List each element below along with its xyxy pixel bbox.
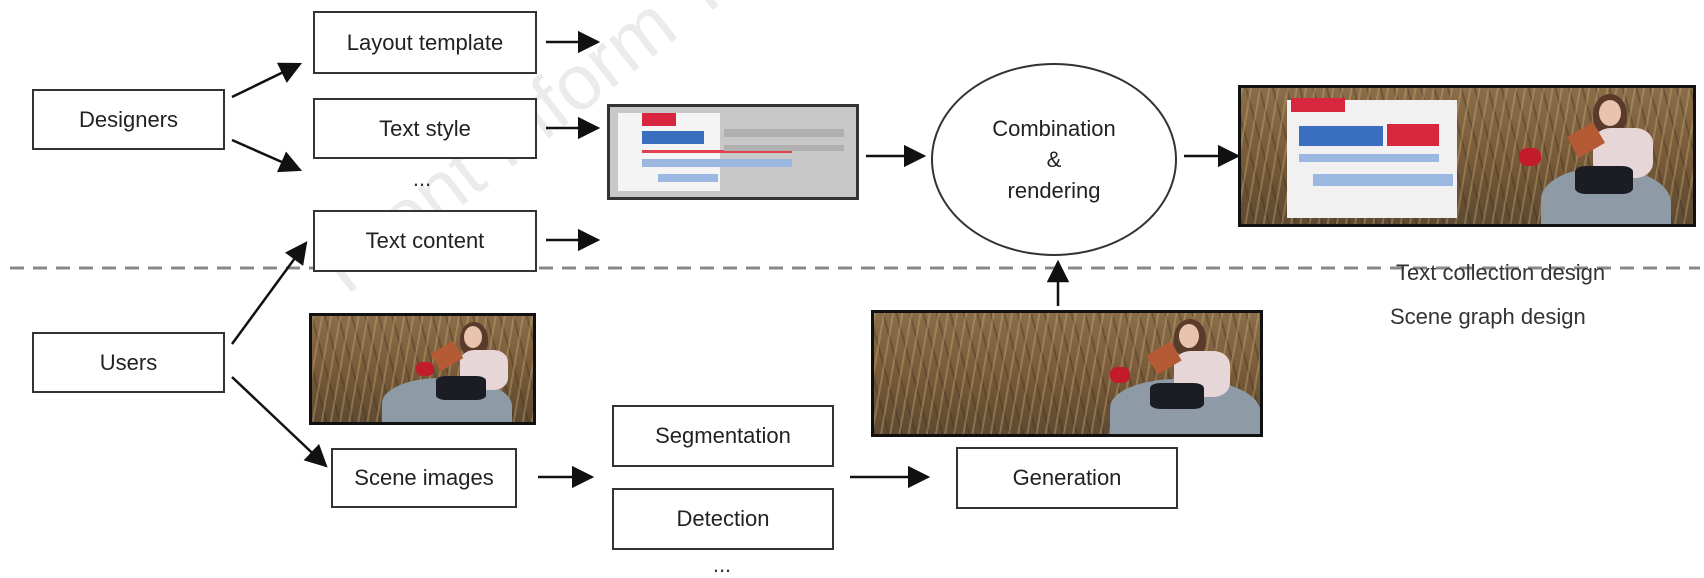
rendered-banner-image xyxy=(1238,85,1696,227)
banner-girl-skirt xyxy=(1575,166,1633,194)
bottom-ellipsis: ... xyxy=(712,552,732,577)
layout-template-box: Layout template xyxy=(313,11,537,74)
text-template-thumbnail xyxy=(607,104,859,200)
combination-label-line1: Combination xyxy=(992,116,1116,141)
arrow-designers-to-layout xyxy=(231,62,303,99)
scene-images-box: Scene images xyxy=(331,448,517,508)
template-button-bar xyxy=(658,174,718,182)
arrow-designers-to-style xyxy=(231,138,303,173)
scene-red-bag xyxy=(416,362,434,376)
segmentation-box: Segmentation xyxy=(612,405,834,467)
users-label: Users xyxy=(99,349,158,375)
template-sub-bar xyxy=(642,159,792,167)
designers-box: Designers xyxy=(32,89,225,150)
designers-label: Designers xyxy=(78,106,179,132)
banner-girl-face xyxy=(1599,100,1621,126)
text-style-box: Text style xyxy=(313,98,537,159)
layout-template-label: Layout template xyxy=(346,29,504,55)
detection-box: Detection xyxy=(612,488,834,550)
template-red-tag xyxy=(642,113,676,126)
banner-heading-bar xyxy=(1299,126,1383,146)
text-style-label: Text style xyxy=(379,115,471,141)
generated-scene-image xyxy=(871,310,1263,437)
generated-red-bag xyxy=(1110,367,1130,383)
template-heading-bar xyxy=(642,131,704,144)
banner-button-bar xyxy=(1313,174,1453,186)
combination-rendering-ellipse: Combination & rendering xyxy=(931,63,1177,256)
text-collection-design-label: Text collection design xyxy=(1396,260,1606,285)
banner-heading-accent xyxy=(1387,124,1439,146)
text-content-box: Text content xyxy=(313,210,537,272)
generated-girl-face xyxy=(1179,324,1199,348)
scene-girl-skirt xyxy=(436,376,486,400)
banner-subtitle-bar xyxy=(1299,154,1439,162)
template-accent-line xyxy=(642,150,792,153)
template-grey-bar-2 xyxy=(724,145,844,151)
segmentation-label: Segmentation xyxy=(655,423,791,448)
generation-label: Generation xyxy=(1012,465,1122,490)
banner-red-bag xyxy=(1519,148,1541,166)
banner-red-tag xyxy=(1291,98,1345,112)
combination-label-line2: & xyxy=(1046,147,1062,172)
scene-girl-face xyxy=(464,326,482,348)
generation-box: Generation xyxy=(956,447,1178,509)
combination-label-line3: rendering xyxy=(1007,178,1101,203)
arrow-users-to-content xyxy=(230,241,308,345)
top-ellipsis: ... xyxy=(412,166,432,191)
template-grey-bar-1 xyxy=(724,129,844,137)
arrow-users-to-scene xyxy=(231,376,328,468)
scene-graph-design-label: Scene graph design xyxy=(1390,304,1586,329)
generated-girl-skirt xyxy=(1150,383,1204,409)
text-content-label: Text content xyxy=(365,228,485,253)
detection-label: Detection xyxy=(676,506,770,531)
scene-photo-small xyxy=(309,313,536,425)
users-box: Users xyxy=(32,332,225,393)
scene-images-label: Scene images xyxy=(354,465,494,490)
